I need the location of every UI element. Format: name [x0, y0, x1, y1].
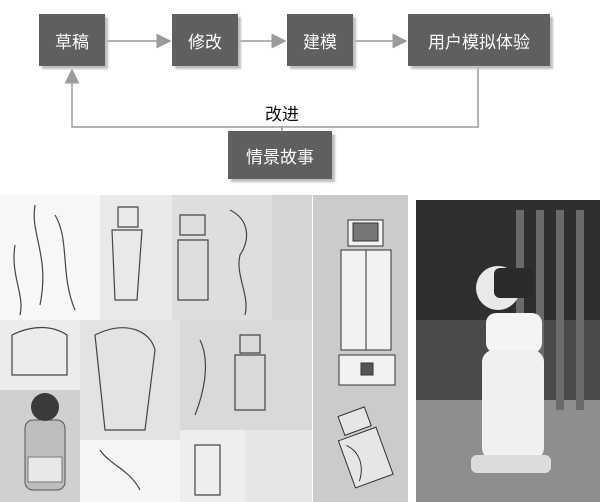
sketch-collage-drawing — [0, 195, 312, 502]
robot-photo-image — [416, 200, 600, 502]
node-modeling: 建模 — [287, 14, 353, 66]
cad-robot-drawing — [337, 219, 396, 489]
node-scenario-story-label: 情景故事 — [246, 147, 314, 168]
rendered-robot-model — [24, 393, 66, 491]
robot-photo-drawing — [416, 200, 600, 502]
node-draft-label: 草稿 — [55, 32, 89, 53]
node-user-simulation: 用户模拟体验 — [408, 14, 550, 66]
node-scenario-story: 情景故事 — [228, 131, 332, 179]
node-revise: 修改 — [172, 14, 238, 66]
robot-figure — [471, 266, 551, 473]
node-draft: 草稿 — [39, 14, 105, 66]
feedback-loop-arrow — [64, 66, 479, 128]
loop-label: 改进 — [265, 105, 299, 125]
sketch-collage-image — [0, 195, 312, 502]
flow-diagram — [64, 33, 479, 131]
node-user-simulation-label: 用户模拟体验 — [428, 32, 530, 53]
cad-robot-model-image — [313, 195, 408, 502]
node-modeling-label: 建模 — [303, 32, 337, 53]
node-revise-label: 修改 — [188, 32, 222, 53]
